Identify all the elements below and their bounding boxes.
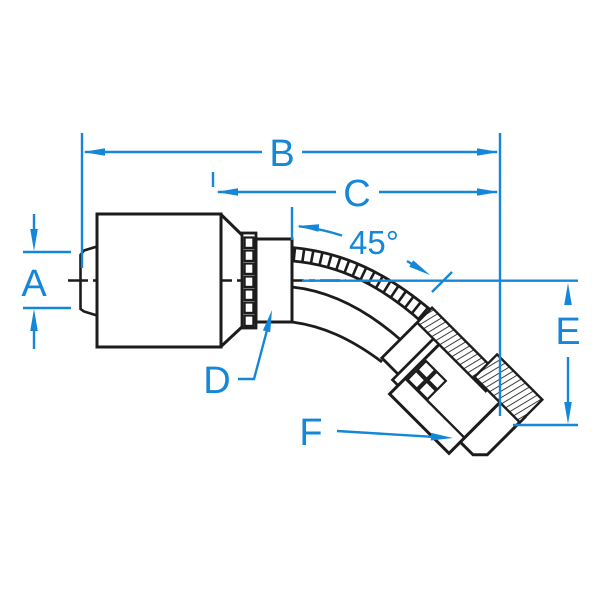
crimp-shell	[95, 212, 223, 349]
swivel-nut	[379, 306, 545, 457]
arrowhead-down-icon	[30, 229, 38, 251]
arrowhead-icon	[262, 310, 272, 333]
hose-stub	[79, 245, 98, 317]
dim-label-e: E	[555, 311, 580, 353]
arrowhead-left-icon	[216, 188, 238, 196]
dimension-labels: A B C D E F 45°	[21, 133, 580, 454]
arrowhead-up-icon	[564, 283, 572, 305]
angle-annotation	[297, 224, 453, 293]
leader-d	[238, 310, 272, 381]
shell-taper	[219, 213, 245, 348]
collar	[254, 237, 294, 324]
arrowhead-icon	[409, 260, 430, 275]
dimension-lines	[23, 133, 578, 441]
arrowhead-up-icon	[30, 309, 38, 331]
arrowhead-right-icon	[477, 148, 499, 156]
angle-tick	[431, 271, 453, 293]
arrowhead-left-icon	[83, 148, 105, 156]
dim-label-a: A	[21, 263, 47, 305]
dimension-c	[216, 188, 499, 196]
arrowhead-right-icon	[477, 188, 499, 196]
dimension-e	[302, 279, 578, 427]
dim-label-f: F	[299, 412, 322, 454]
crimp-ring	[240, 231, 258, 330]
dimension-b	[83, 148, 499, 156]
dimension-a	[23, 214, 71, 349]
dim-label-d: D	[203, 360, 230, 402]
leader-f	[336, 429, 453, 441]
dim-label-c: C	[343, 173, 370, 215]
bent-tube	[291, 246, 434, 364]
arrowhead-down-icon	[564, 402, 572, 424]
thread-cross-section	[472, 352, 545, 424]
angle-label: 45°	[349, 224, 399, 261]
fitting-outline	[68, 212, 545, 457]
arrowhead-icon	[297, 224, 320, 232]
dim-label-b: B	[269, 133, 294, 175]
arrowhead-icon	[430, 432, 453, 441]
